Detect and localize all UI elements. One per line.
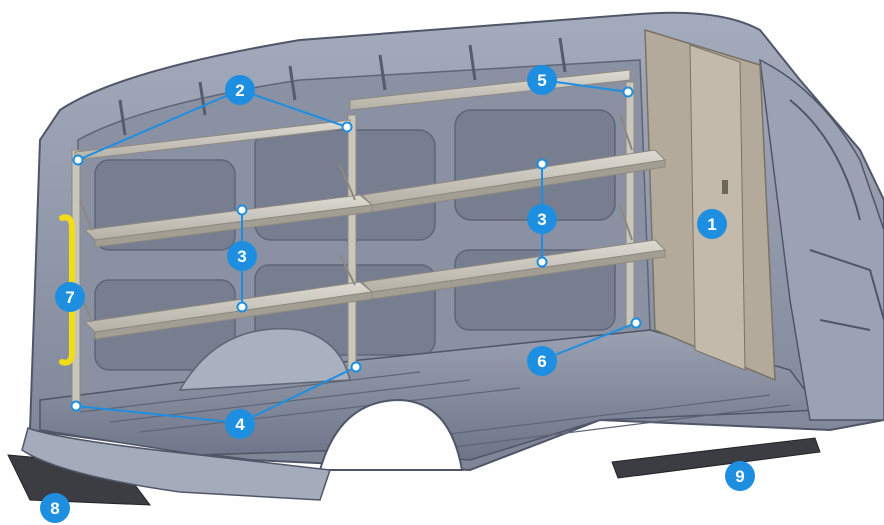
rear-wheel-arch bbox=[318, 398, 464, 471]
bulkhead-partition bbox=[644, 28, 776, 382]
leader-4a bbox=[75, 405, 241, 424]
callout-7-label: 7 bbox=[65, 288, 74, 307]
callout-8-label: 8 bbox=[50, 499, 59, 518]
leader-6 bbox=[541, 322, 637, 361]
leader-lines bbox=[75, 79, 637, 424]
leader-2a bbox=[77, 89, 241, 161]
leader-endpoints bbox=[70, 86, 642, 412]
wheel-well bbox=[178, 328, 351, 391]
callout-9-label: 9 bbox=[735, 467, 744, 486]
callout-9: 9 bbox=[725, 461, 755, 491]
rear-bumper bbox=[21, 427, 332, 501]
callout-4-label: 4 bbox=[235, 415, 245, 434]
roof-ribs bbox=[118, 37, 567, 136]
callout-6: 6 bbox=[527, 346, 557, 376]
shelves bbox=[83, 149, 667, 340]
callout-3-left: 3 bbox=[227, 241, 257, 271]
callout-2: 2 bbox=[225, 75, 255, 105]
callout-1-label: 1 bbox=[707, 215, 716, 234]
callout-3-right: 3 bbox=[527, 204, 557, 234]
callout-3-left-label: 3 bbox=[237, 247, 246, 266]
callout-8: 8 bbox=[40, 493, 70, 523]
callout-6-label: 6 bbox=[537, 352, 546, 371]
callout-3-right-label: 3 bbox=[537, 210, 546, 229]
callout-5-label: 5 bbox=[537, 71, 546, 90]
callout-1: 1 bbox=[697, 209, 727, 239]
leader-4b bbox=[239, 366, 357, 424]
side-running-board bbox=[611, 437, 821, 479]
callout-2-label: 2 bbox=[235, 81, 244, 100]
callout-4: 4 bbox=[225, 409, 255, 439]
cab-frame bbox=[789, 99, 884, 331]
callout-7: 7 bbox=[55, 282, 85, 312]
cab-structure bbox=[759, 58, 884, 421]
leader-2b bbox=[239, 89, 348, 128]
callout-5: 5 bbox=[527, 65, 557, 95]
